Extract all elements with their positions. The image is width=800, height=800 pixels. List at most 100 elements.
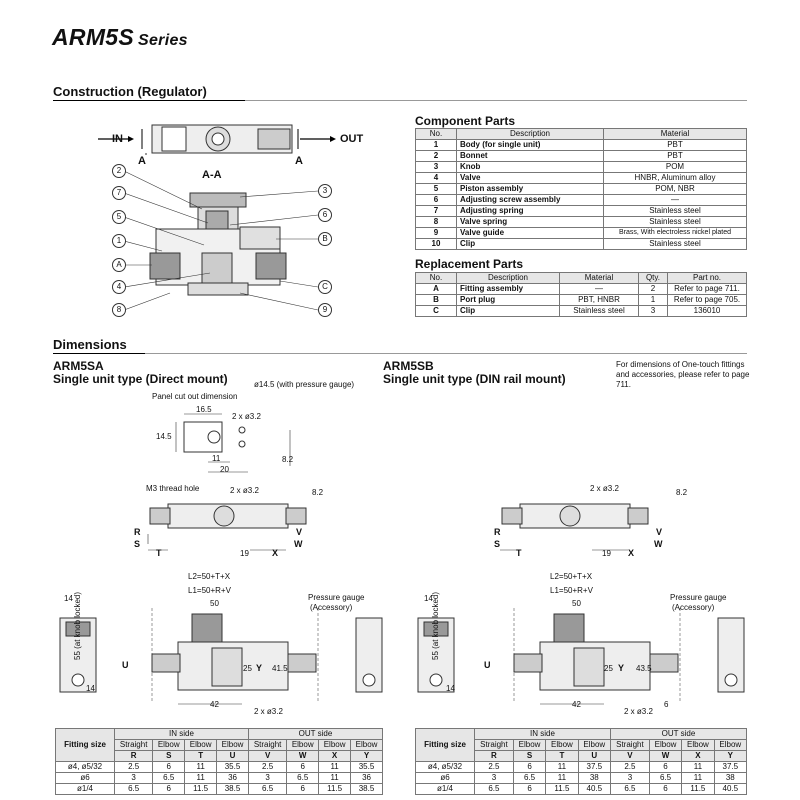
sb-dim-t: T — [516, 548, 522, 558]
cell-value: 36 — [216, 772, 249, 784]
sb-dim-2x-3-2-a: 2 x ø3.2 — [590, 484, 619, 493]
replacement-parts-table: No. Description Material Qty. Part no. A… — [415, 272, 747, 317]
flow-out-label: OUT — [340, 133, 364, 145]
callout-9: 9 — [318, 303, 332, 317]
cell-description: Valve guide — [456, 227, 604, 239]
cell-fitting: ø4, ø5/32 — [415, 761, 475, 773]
fittings-note: For dimensions of One-touch fittings and… — [616, 360, 750, 389]
sa-dimension-table: Fitting size IN side OUT side Straight E… — [55, 728, 384, 795]
dim-s: S — [134, 539, 141, 549]
cell-material: PBT, HNBR — [559, 294, 639, 306]
cell-description: Port plug — [456, 294, 560, 306]
dim-w: W — [294, 539, 303, 549]
sb-dim-x: X — [628, 548, 635, 558]
cell-fitting: ø6 — [55, 772, 115, 784]
cell-material: PBT — [603, 150, 747, 162]
cell-value: 2.5 — [113, 761, 154, 773]
cell-value: 6 — [512, 783, 547, 795]
header-letter: S — [512, 750, 547, 762]
cell-no: 8 — [415, 216, 457, 228]
header-letter: X — [681, 750, 715, 762]
cell-no: 4 — [415, 172, 457, 184]
cell-value: 36 — [350, 772, 383, 784]
cell-fitting: ø6 — [415, 772, 475, 784]
dim-l2: L2=50+T+X — [188, 572, 231, 581]
header-sub: Elbow — [318, 739, 352, 751]
sb-dimension-table: Fitting size IN side OUT side Straight E… — [415, 728, 748, 795]
sb-dim-6: 6 — [664, 700, 669, 709]
cell-material: HNBR, Aluminum alloy — [603, 172, 747, 184]
cell-no: 9 — [415, 227, 457, 239]
cell-value: 11.5 — [681, 783, 715, 795]
dim-l1: L1=50+R+V — [188, 586, 231, 595]
cell-value: 6 — [152, 761, 186, 773]
header-sub: Elbow — [286, 739, 320, 751]
header-letter: W — [648, 750, 683, 762]
dim-y: Y — [256, 663, 263, 673]
cell-no: 10 — [415, 238, 457, 250]
header-sub: Elbow — [545, 739, 579, 751]
cell-no: A — [415, 283, 457, 295]
cell-qty: 1 — [638, 294, 668, 306]
cell-fitting: ø1/4 — [55, 783, 115, 795]
header-letter: T — [545, 750, 579, 762]
header-sub: Elbow — [184, 739, 218, 751]
dim-55-side: 55 (at knob locked) — [73, 591, 82, 660]
sb-dim-42: 42 — [572, 700, 581, 709]
cell-no: 3 — [415, 161, 457, 173]
dim-14-5: 14.5 — [156, 432, 172, 441]
cell-material: POM — [603, 161, 747, 173]
dim-14-side: 14 — [64, 594, 73, 603]
panel-cutout-label: Panel cut out dimension — [152, 392, 238, 401]
cell-value: 11 — [545, 761, 579, 773]
cell-value: 11 — [184, 772, 218, 784]
cell-value: 6 — [286, 761, 320, 773]
cell-value: 11 — [184, 761, 218, 773]
sb-dim-w: W — [654, 539, 663, 549]
dim-u: U — [122, 660, 129, 670]
construction-title-underline — [53, 100, 245, 101]
header-letter: R — [474, 750, 514, 762]
cell-description: Piston assembly — [456, 183, 604, 195]
sb-dim-19: 19 — [602, 549, 611, 558]
cell-part-no: Refer to page 705. — [667, 294, 747, 306]
cell-description: Adjusting spring — [456, 205, 604, 217]
dimensions-title: Dimensions — [53, 337, 127, 352]
sb-dim-r: R — [494, 527, 501, 537]
cell-value: 3 — [474, 772, 514, 784]
cell-value: 2.5 — [474, 761, 514, 773]
section-mark-left: A — [138, 155, 146, 167]
header-sub: Elbow — [512, 739, 547, 751]
dim-v: V — [296, 527, 303, 537]
table-header-row: No. Description Material Qty. Part no. — [415, 272, 747, 284]
cell-material: POM, NBR — [603, 183, 747, 195]
header-letter: X — [318, 750, 352, 762]
dim-14-b: 14 — [86, 684, 95, 693]
callout-3: 3 — [318, 184, 332, 198]
header-letter: Y — [713, 750, 748, 762]
table-header-row: Fitting size IN side OUT side — [415, 728, 748, 762]
sb-dim-8-2: 8.2 — [676, 488, 688, 497]
dim-2x-3-2-a: 2 x ø3.2 — [232, 412, 261, 421]
cell-value: 2.5 — [609, 761, 650, 773]
dim-41-5: 41.5 — [272, 664, 288, 673]
cell-qty: 2 — [638, 283, 668, 295]
sa-model: ARM5SA — [53, 359, 104, 373]
header-in-side: IN side — [114, 728, 249, 740]
cell-material: PBT — [603, 139, 747, 151]
cell-value: 6.5 — [152, 772, 186, 784]
cell-value: 6.5 — [609, 783, 650, 795]
construction-svg — [98, 124, 336, 311]
sb-dim-v: V — [656, 527, 663, 537]
header-material: Material — [603, 128, 747, 140]
cell-value: 6 — [286, 783, 320, 795]
cell-no: 2 — [415, 150, 457, 162]
callout-1: 1 — [112, 234, 126, 248]
callout-2: 2 — [112, 164, 126, 178]
sb-dim-43-5: 43.5 — [636, 664, 652, 673]
